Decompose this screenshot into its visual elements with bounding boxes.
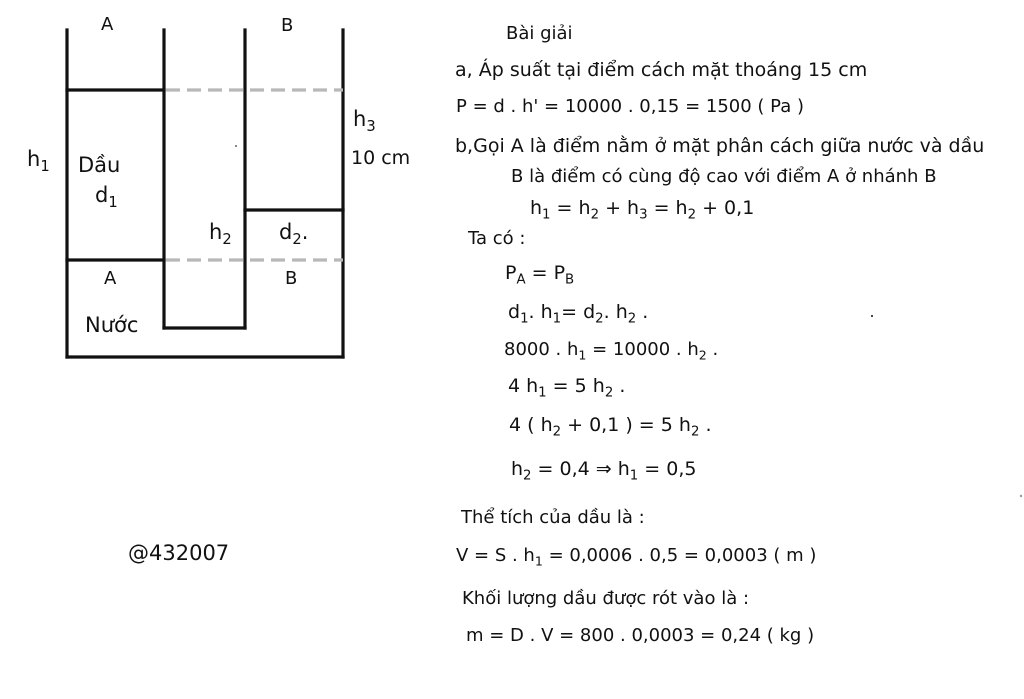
eq7-line: h2 = 0,4 ⇒ h1 = 0,5 [511, 458, 697, 484]
stray-dot [235, 145, 237, 147]
label-h3: h3 [353, 107, 376, 136]
volume-title: Thể tích của dầu là : [461, 507, 645, 528]
label-a-mid: A [104, 268, 117, 289]
mass-line: m = D . V = 800 . 0,0003 = 0,24 ( kg ) [466, 625, 815, 646]
eq2-line: PA = PB [505, 262, 575, 288]
label-water: Nước [85, 313, 139, 337]
watermark: @432007 [128, 541, 230, 565]
label-h2: h2 [209, 220, 232, 249]
part-a-line: a, Áp suất tại điểm cách mặt thoáng 15 c… [455, 59, 868, 81]
mass-title: Khối lượng dầu được rót vào là : [462, 588, 750, 609]
label-d1: d1 [95, 183, 118, 212]
eq6-line: 4 ( h2 + 0,1 ) = 5 h2 . [509, 414, 712, 440]
ta-co-line: Ta có : [468, 228, 526, 249]
label-oil: Dầu [78, 153, 121, 177]
eq1-line: h1 = h2 + h3 = h2 + 0,1 [530, 197, 755, 223]
eq5-line: 4 h1 = 5 h2 . [508, 375, 626, 401]
label-b-mid: B [285, 268, 298, 289]
eq3-line: d1. h1= d2. h2 . [508, 301, 649, 327]
stray-dot [870, 314, 874, 318]
part-b-line: b,Gọi A là điểm nằm ở mặt phân cách giữa… [455, 135, 985, 157]
stray-dot [1019, 494, 1023, 498]
label-a-top: A [101, 14, 114, 35]
part-b2-line: B là điểm có cùng độ cao với điểm A ở nh… [511, 166, 937, 187]
pressure-line: P = d . h' = 10000 . 0,15 = 1500 ( Pa ) [456, 96, 804, 117]
volume-line: V = S . h1 = 0,0006 . 0,5 = 0,0003 ( m ) [456, 545, 817, 569]
solution-heading: Bài giải [506, 23, 573, 44]
label-10cm: 10 cm [351, 147, 411, 169]
eq4-line: 8000 . h1 = 10000 . h2 . [504, 339, 719, 363]
label-h1: h1 [27, 147, 50, 176]
label-d2: d2. [279, 220, 309, 249]
label-b-top: B [281, 15, 294, 36]
